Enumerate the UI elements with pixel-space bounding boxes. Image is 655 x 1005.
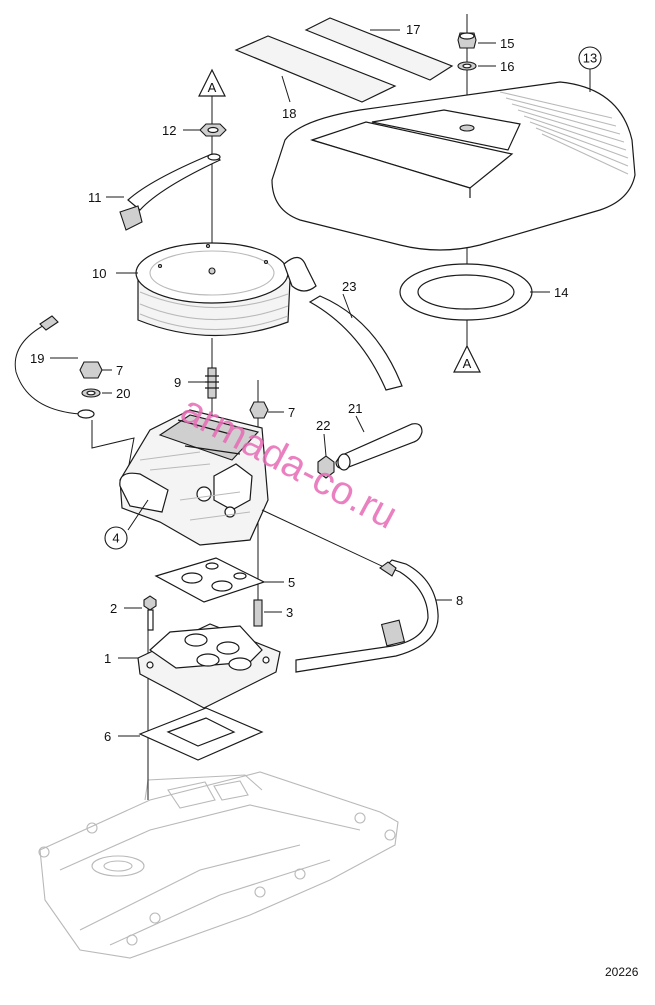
reference-marker-top: A [198,68,226,97]
callout-21: 21 [348,401,362,416]
callout-12: 12 [162,123,176,138]
callout-14: 14 [554,285,568,300]
decal-17 [304,17,454,81]
washer-16 [457,61,477,71]
callout-5: 5 [288,575,295,590]
callout-7-right: 7 [288,405,295,420]
callout-13: 13 [583,51,597,66]
gasket-6 [138,707,264,761]
callout-2: 2 [110,601,117,616]
callout-18: 18 [282,106,296,121]
fuel-line-8 [261,509,439,673]
callout-8: 8 [456,593,463,608]
nut-12 [199,123,227,137]
callout-22: 22 [316,418,330,433]
hose-21 [335,423,423,471]
callout-17: 17 [406,22,420,37]
air-filter-10 [135,242,317,337]
gasket-5 [154,557,266,603]
wire-19 [14,315,95,419]
flame-arrestor-cover [271,81,636,251]
washer-20 [81,388,101,398]
reference-marker-top-label: A [208,80,217,95]
callout-16: 16 [500,59,514,74]
callout-4: 4 [112,531,119,546]
leader-lines [50,29,591,737]
stud-9 [205,367,219,399]
callout-1: 1 [104,651,111,666]
callout-labels: 17 18 15 16 14 12 11 10 23 19 7 20 9 7 2… [30,22,568,744]
callout-4-circle: 4 [104,526,128,550]
nut-15 [457,32,477,49]
carburetor-4 [119,409,269,546]
intake-manifold [38,771,399,959]
hose-23 [308,295,403,391]
adapter-plate-1 [137,623,281,709]
callout-15: 15 [500,36,514,51]
callout-10: 10 [92,266,106,281]
callout-3: 3 [286,605,293,620]
stud-3 [253,599,263,627]
decal-18 [234,35,397,103]
reference-marker-bottom-label: A [463,356,472,371]
reference-marker-bottom: A [453,344,481,373]
callout-19: 19 [30,351,44,366]
callout-13-circle: 13 [578,46,602,70]
gasket-ring-14 [399,263,533,321]
callout-11: 11 [88,190,102,205]
callout-9: 9 [174,375,181,390]
bolt-2 [143,595,157,631]
nut-7-right [249,401,269,419]
callout-7-left: 7 [116,363,123,378]
callout-23: 23 [342,279,356,294]
bracket-11 [119,153,222,231]
callout-6: 6 [104,729,111,744]
callout-20: 20 [116,386,130,401]
figure-number: 20226 [605,965,639,979]
nut-7-left [79,361,103,379]
